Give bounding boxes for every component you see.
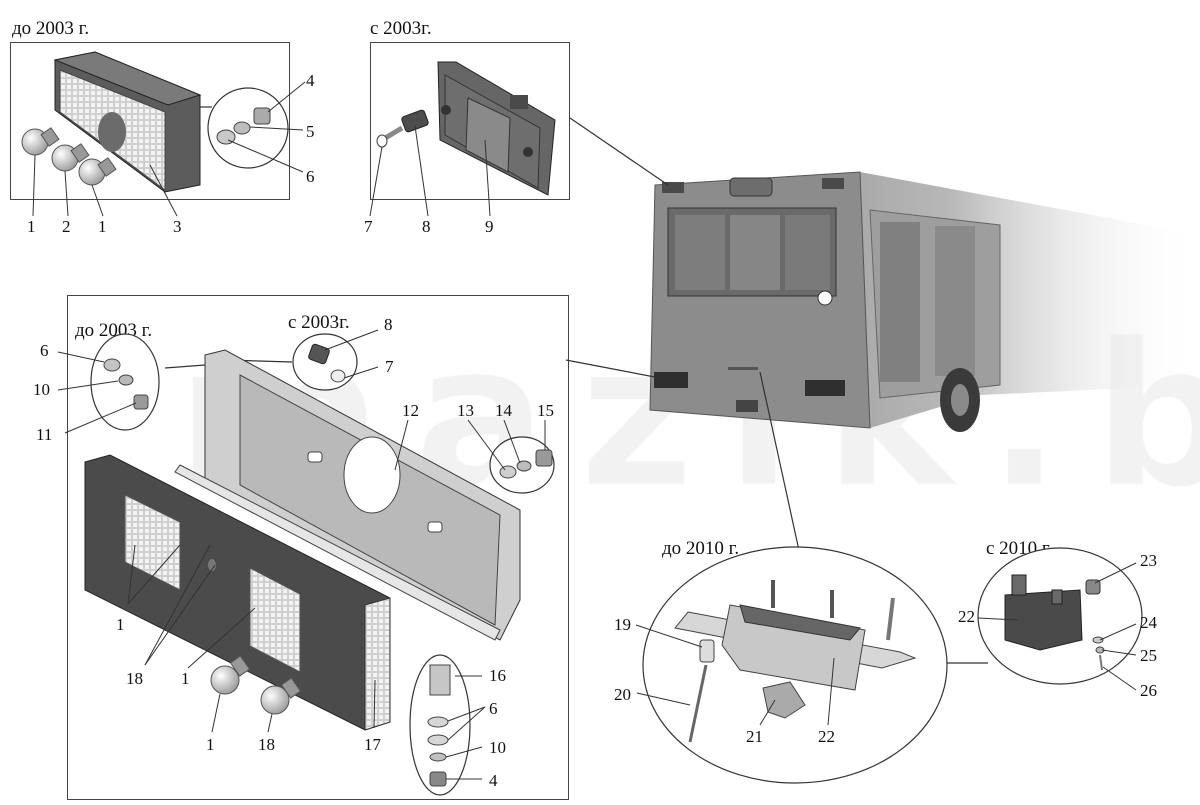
leaders-panel-a [32, 81, 306, 217]
callout-c-15: 17 [364, 735, 381, 754]
callout-c-16: 16 [489, 666, 506, 685]
callout-c-3: 11 [36, 425, 53, 444]
callout-c-10: 1 [116, 615, 125, 634]
bulb-set-panel-a [21, 127, 117, 186]
callout-c-7: 13 [457, 401, 474, 420]
bulb-set-panel-c [210, 655, 302, 715]
fastener-detail-nut-washers [489, 436, 555, 494]
callout-a-5: 4 [306, 71, 315, 90]
leaders-panel-b [369, 125, 491, 217]
tail-lamp-large [84, 454, 391, 731]
callout-e-3: 24 [1140, 613, 1157, 632]
callout-d-4: 22 [818, 727, 835, 746]
callout-b-3: 9 [485, 217, 494, 236]
callout-c-4: 8 [384, 315, 393, 334]
callout-c-2: 10 [33, 380, 50, 399]
screw-and-cap-panel-b [376, 109, 429, 148]
bus-illustration [649, 171, 1200, 432]
caption-lamp-before-2003: до 2003 г. [12, 18, 90, 39]
leaders-panel-c [57, 329, 546, 780]
callout-c-11: 18 [126, 669, 143, 688]
lamp-housing-before-2003 [53, 51, 202, 193]
callout-c-18: 10 [489, 738, 506, 757]
leaders-panel-d [635, 624, 835, 726]
callout-c-12: 1 [181, 669, 190, 688]
callout-b-1: 7 [364, 217, 373, 236]
caption-bracket-after-2003: с 2003г. [288, 312, 350, 333]
callout-d-1: 19 [614, 615, 631, 634]
callout-d-3: 21 [746, 727, 763, 746]
bolt-stack-detail [409, 654, 471, 796]
callout-a-6: 5 [306, 122, 315, 141]
fastener-detail-bracket-before-2003 [90, 333, 160, 431]
callout-d-2: 20 [614, 685, 631, 704]
panel-lamp-assembly [67, 295, 569, 800]
caption-holder-before-2010: до 2010 г. [662, 538, 740, 559]
callout-c-9: 15 [537, 401, 554, 420]
callout-c-5: 7 [385, 357, 394, 376]
callout-c-19: 4 [489, 771, 498, 790]
panel-lamp-after-2003 [370, 42, 570, 200]
caption-lamp-after-2003: с 2003г. [370, 18, 432, 39]
panel-lamp-before-2003 [10, 42, 290, 200]
callout-c-14: 18 [258, 735, 275, 754]
callout-a-2: 2 [62, 217, 71, 236]
callout-a-3: 1 [98, 217, 107, 236]
callout-c-1: 6 [40, 341, 49, 360]
callout-e-5: 26 [1140, 681, 1157, 700]
callout-e-2: 23 [1140, 551, 1157, 570]
lamp-housing-after-2003 [437, 61, 556, 196]
callout-c-8: 14 [495, 401, 512, 420]
callout-c-13: 1 [206, 735, 215, 754]
leaders-panel-e [977, 562, 1137, 691]
callout-a-4: 3 [173, 217, 182, 236]
callout-c-17: 6 [489, 699, 498, 718]
callout-a-7: 6 [306, 167, 315, 186]
callout-c-6: 12 [402, 401, 419, 420]
plate-lamp-before-2010 [642, 546, 948, 784]
callout-e-4: 25 [1140, 646, 1157, 665]
fastener-detail-bracket-after-2003 [292, 333, 358, 391]
plate-lamp-after-2010 [977, 547, 1143, 685]
callout-a-1: 1 [27, 217, 36, 236]
callout-b-2: 8 [422, 217, 431, 236]
mounting-bracket [174, 349, 521, 641]
fastener-detail-panel-a [207, 87, 289, 169]
callout-e-1: 22 [958, 607, 975, 626]
